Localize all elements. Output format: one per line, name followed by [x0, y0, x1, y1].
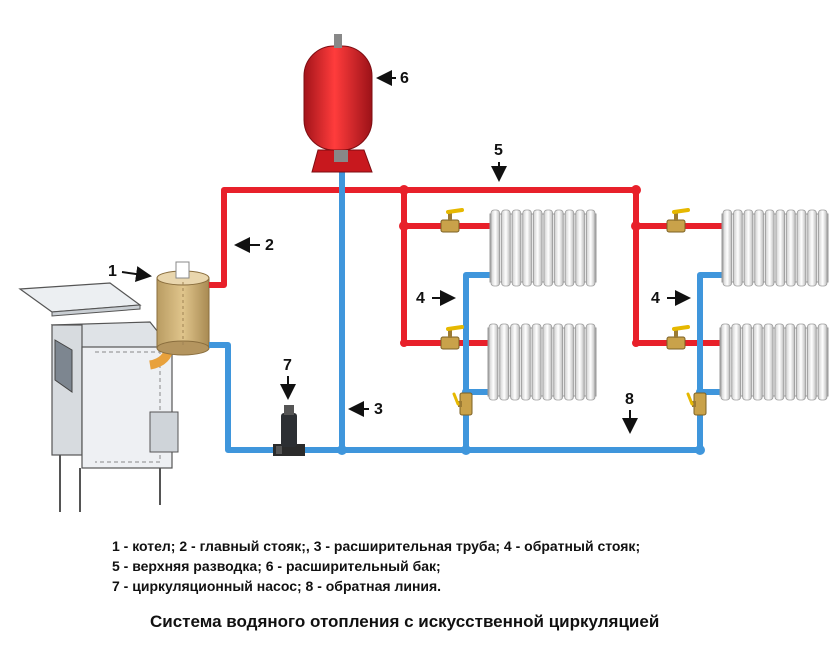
legend-line-2: 5 - верхняя разводка; 6 - расширительный… — [112, 558, 441, 574]
radiator-fin — [807, 323, 817, 401]
marker-8: 8 — [625, 391, 634, 408]
radiator-fin — [564, 209, 575, 287]
radiator-fin — [490, 209, 501, 287]
boiler — [18, 282, 179, 512]
radiator-fin — [501, 209, 511, 287]
marker-3: 3 — [374, 401, 383, 418]
marker-2: 2 — [265, 237, 274, 254]
heat-exchanger-icon — [156, 261, 210, 356]
diagram-caption: Система водяного отопления с искусственн… — [150, 612, 660, 631]
radiator-fin — [775, 209, 786, 287]
valves — [440, 208, 707, 416]
radiator-fin — [731, 323, 741, 401]
valve-icon — [666, 325, 690, 350]
radiator-fin — [522, 209, 532, 287]
radiator-top-left — [489, 209, 597, 287]
radiator-fin — [796, 209, 807, 287]
valve-icon — [666, 208, 690, 233]
radiator-fin — [733, 209, 743, 287]
radiator-top-right — [721, 209, 829, 287]
radiator-fin — [765, 209, 775, 287]
radiator-fin — [720, 323, 731, 401]
marker-1: 1 — [108, 263, 117, 280]
marker-4-right: 4 — [651, 290, 660, 307]
radiator-fin — [742, 323, 752, 401]
radiator-fin — [722, 209, 733, 287]
valve-icon — [440, 325, 464, 350]
radiator-fin — [553, 323, 563, 401]
circulation-pump-icon — [273, 405, 305, 456]
radiator-fin — [543, 209, 554, 287]
radiator-fin — [521, 323, 531, 401]
radiator-fin — [754, 209, 764, 287]
radiator-fin — [753, 323, 763, 401]
radiator-fin — [743, 209, 754, 287]
expansion-tank-icon — [303, 34, 373, 173]
legend-line-1: 1 - котел; 2 - главный стояк;, 3 - расши… — [112, 538, 641, 554]
radiator-fin — [510, 323, 520, 401]
radiator-bottom-left — [487, 323, 597, 401]
radiator-fin — [575, 209, 585, 287]
radiator-fin — [575, 323, 585, 401]
radiator-fin — [531, 323, 542, 401]
marker-6: 6 — [400, 70, 409, 87]
radiator-fin — [774, 323, 785, 401]
radiator-fin — [554, 209, 564, 287]
radiator-fin — [818, 209, 828, 287]
radiator-fin — [817, 323, 828, 401]
radiator-fin — [564, 323, 574, 401]
legend: 1 - котел; 2 - главный стояк;, 3 - расши… — [112, 536, 812, 596]
radiator-fin — [586, 209, 596, 287]
valve-icon — [686, 392, 707, 416]
radiator-fin — [511, 209, 522, 287]
marker-4-left: 4 — [416, 290, 425, 307]
radiator-fin — [796, 323, 806, 401]
radiator-fin — [542, 323, 553, 401]
radiator-fin — [533, 209, 543, 287]
radiator-fin — [786, 209, 796, 287]
main-riser — [209, 187, 404, 288]
radiator-bottom-right — [719, 323, 829, 401]
legend-line-3: 7 - циркуляционный насос; 8 - обратная л… — [112, 578, 442, 594]
radiator-fin — [585, 323, 596, 401]
radiator-fin — [763, 323, 774, 401]
markers: 1 2 3 4 4 5 6 7 8 — [108, 70, 691, 434]
radiator-fin — [785, 323, 795, 401]
radiator-fin — [807, 209, 817, 287]
marker-7: 7 — [283, 357, 292, 374]
valve-icon — [440, 208, 464, 233]
radiator-fin — [488, 323, 499, 401]
marker-5: 5 — [494, 142, 503, 159]
valve-icon — [452, 392, 473, 416]
radiator-fin — [499, 323, 509, 401]
